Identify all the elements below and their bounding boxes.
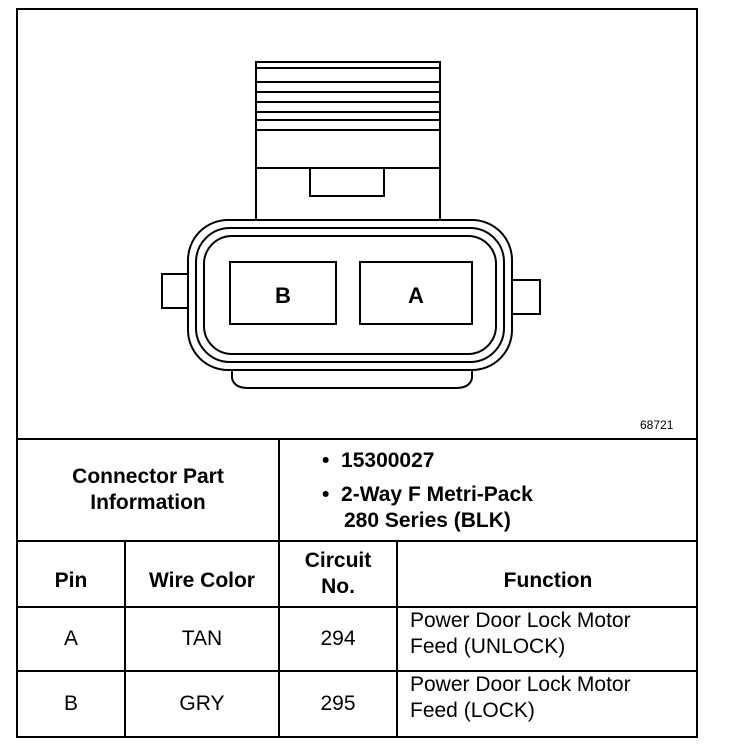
row-a-wire-color: TAN (181, 627, 223, 650)
row-a-function-line1: Power Door Lock Motor (410, 609, 631, 632)
cavity-b-label: B (275, 283, 291, 308)
row-a-pin: A (63, 627, 78, 650)
row-b-circuit: 295 (320, 692, 356, 715)
header-circuit-no: Circuit No. (280, 542, 396, 606)
row-b-pin: B (63, 692, 78, 715)
cavity-a-label: A (408, 283, 424, 308)
bullet: • (322, 449, 330, 472)
header-circuit-line2: No. (321, 575, 355, 598)
row-b-function-line2: Feed (LOCK) (410, 699, 535, 722)
connector-body-inner2 (203, 235, 497, 355)
rule-col-function-left (396, 540, 398, 738)
cavity-a (359, 261, 473, 325)
row-a-function-line2: Feed (UNLOCK) (410, 635, 566, 658)
rule-col-circuit-left (278, 438, 280, 738)
rule-col-pin-right (124, 540, 126, 738)
connector-latch (255, 61, 441, 223)
row-b-function: Power Door Lock Motor Feed (LOCK) (398, 672, 698, 736)
rule-info-bottom (16, 540, 698, 542)
latch-tab (309, 167, 385, 197)
header-function: Function (503, 569, 593, 592)
header-wire-color: Wire Color (149, 569, 255, 592)
bullet: • (322, 483, 330, 506)
row-a-circuit: 294 (320, 627, 356, 650)
right-ear (509, 279, 541, 315)
cavity-b (229, 261, 337, 325)
rule-row-a-bottom (16, 670, 698, 672)
connector-body-outer (187, 219, 513, 371)
row-a-function: Power Door Lock Motor Feed (UNLOCK) (398, 608, 698, 670)
connector-info-label: Connector Part Information (18, 440, 278, 540)
connector-info-label-line1: Connector Part (72, 465, 224, 488)
row-b-function-line1: Power Door Lock Motor (410, 673, 631, 696)
connector-description-line1: 2-Way F Metri-Pack (341, 483, 533, 506)
connector-info-values: • 15300027 • 2-Way F Metri-Pack 280 Seri… (322, 448, 533, 534)
figure-number: 68721 (640, 418, 674, 432)
connector-info-label-line2: Information (90, 491, 206, 514)
page-frame (16, 8, 698, 738)
left-ear (161, 273, 191, 309)
rule-diagram-bottom (16, 438, 698, 440)
row-b-wire-color: GRY (179, 692, 225, 715)
connector-body-inner (195, 227, 505, 363)
header-circuit-line1: Circuit (304, 549, 372, 572)
rule-header-bottom (16, 606, 698, 608)
header-pin: Pin (54, 569, 88, 592)
connector-diagram: B A (161, 61, 541, 389)
part-number: 15300027 (341, 449, 435, 472)
connector-description-line2: 280 Series (BLK) (344, 509, 511, 532)
